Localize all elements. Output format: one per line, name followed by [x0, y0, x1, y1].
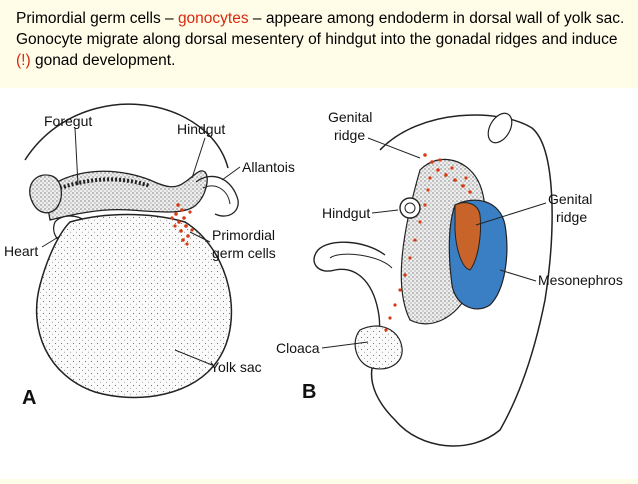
germ-cell-dots-a [170, 203, 194, 246]
leader-lines-b [321, 137, 547, 349]
embryo-body [44, 170, 208, 221]
caption-highlight-gonocytes: gonocytes [177, 10, 249, 27]
label-hindgut-a: Hindgut [177, 121, 225, 137]
somites [59, 177, 151, 190]
label-mesonephros: Mesonephros [538, 272, 623, 288]
caption-highlight-exclamation: (!) [16, 52, 31, 69]
label-genital-ridge-top-1: Genital [328, 109, 372, 125]
amnion-outline [24, 103, 229, 169]
hindgut-inner-b [329, 253, 393, 269]
caption-part-3: gonad development. [30, 52, 176, 69]
label-genital-ridge-right-1: Genital [548, 191, 592, 207]
label-heart: Heart [4, 243, 38, 259]
panel-b-letter: B [302, 381, 316, 403]
embryo-head [29, 174, 63, 214]
panel-b: Genital ridge Hindgut Genital ridge Meso… [276, 109, 623, 447]
allantois-inner [202, 185, 231, 205]
allantois-shape [195, 175, 239, 217]
caption-part-2: – appeare among endoderm in dorsal wall … [16, 10, 625, 48]
label-hindgut-b: Hindgut [322, 205, 370, 221]
cloaca-shape [354, 325, 403, 370]
neural-tube-b [487, 112, 513, 144]
label-allantois: Allantois [242, 159, 295, 175]
label-cloaca: Cloaca [276, 340, 320, 356]
figure-drawing: Foregut Hindgut Allantois Heart Primordi… [4, 103, 623, 447]
caption-part-1: Primordial germ cells – [16, 10, 178, 27]
panel-a: Foregut Hindgut Allantois Heart Primordi… [4, 103, 295, 409]
caption-text: Primordial germ cells – gonocytes – appe… [16, 8, 626, 71]
label-genital-ridge-right-2: ridge [556, 209, 587, 225]
label-foregut: Foregut [44, 113, 92, 129]
genital-ridge-shape [454, 202, 481, 271]
hindgut-lumen [404, 202, 416, 214]
label-germ-cells: germ cells [212, 245, 276, 261]
label-genital-ridge-top-2: ridge [334, 127, 365, 143]
leader-lines-a [41, 127, 241, 366]
embryology-figure: Foregut Hindgut Allantois Heart Primordi… [0, 88, 638, 479]
label-primordial: Primordial [212, 227, 275, 243]
germ-cell-dots-b [384, 153, 472, 332]
yolk-sac-shape [35, 213, 233, 399]
label-yolk-sac: Yolk sac [210, 359, 262, 375]
panel-a-letter: A [22, 387, 36, 409]
